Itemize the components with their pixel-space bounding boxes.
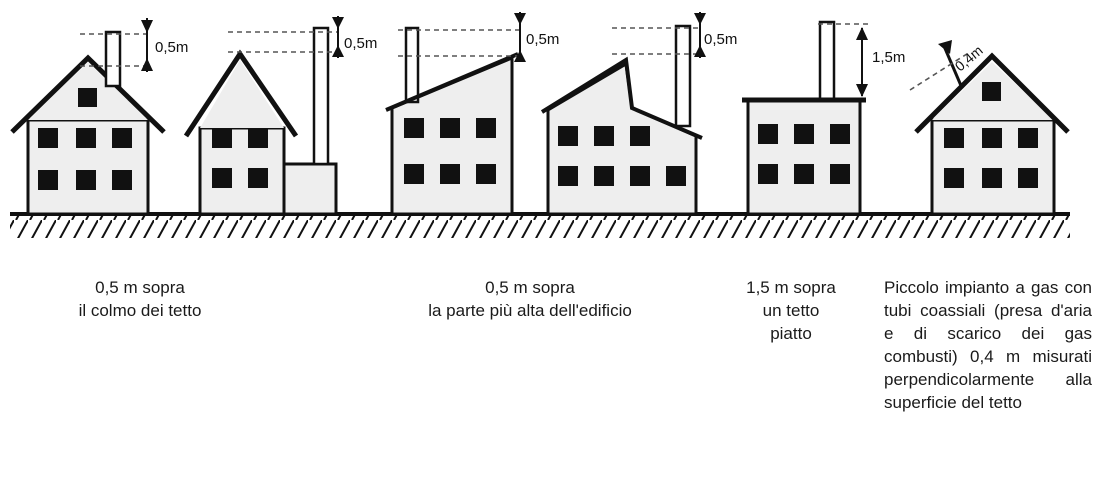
caption-coaxial-flue: Piccolo impianto a gas con tubi coassial… <box>884 278 1092 412</box>
windows <box>758 124 850 184</box>
windows <box>212 128 268 188</box>
windows <box>38 88 132 190</box>
house-shed-roof <box>385 12 526 216</box>
house-asymmetric-roof <box>540 12 706 216</box>
caption-flat-roof: 1,5 m sopra un tetto piatto <box>746 278 836 343</box>
chimney <box>312 26 330 166</box>
coaxial-flue-terminal <box>938 40 991 89</box>
dimension-marker <box>694 12 706 58</box>
house-flat-roof <box>742 20 868 216</box>
dashed-reference-lines <box>80 33 150 67</box>
annex <box>282 162 338 216</box>
ground <box>10 212 1070 238</box>
chimney-height-diagram: 0,5m 0,5m 0,5m 0,5m 1,5m 0,4m <box>10 12 1070 238</box>
dimension-label-3: 0,5m <box>526 31 559 48</box>
chimney <box>104 30 122 88</box>
windows <box>944 82 1038 188</box>
house-narrow-gable <box>183 16 344 216</box>
windows <box>558 126 686 186</box>
chimney <box>404 26 420 104</box>
house-gable-roof <box>10 18 166 216</box>
chimney <box>818 20 836 102</box>
dashed-reference-lines <box>612 27 700 55</box>
dimension-label-4: 0,5m <box>704 31 737 48</box>
dashed-reference-lines <box>398 29 522 57</box>
chimney <box>674 24 692 128</box>
dimension-marker <box>141 18 153 72</box>
caption-ridge: 0,5 m sopra il colmo dei tetto <box>78 278 202 320</box>
dimension-marker <box>332 16 344 58</box>
dimension-marker <box>514 12 526 62</box>
dimension-label-1: 0,5m <box>155 39 188 56</box>
dimension-label-2: 0,5m <box>344 35 377 52</box>
caption-highest-part: 0,5 m sopra la parte più alta dell'edifi… <box>428 278 632 320</box>
dashed-reference-lines <box>228 31 338 53</box>
windows <box>404 118 496 184</box>
dimension-marker <box>856 27 868 97</box>
house-coaxial-flue <box>909 40 1070 216</box>
dimension-label-5: 1,5m <box>872 49 905 66</box>
